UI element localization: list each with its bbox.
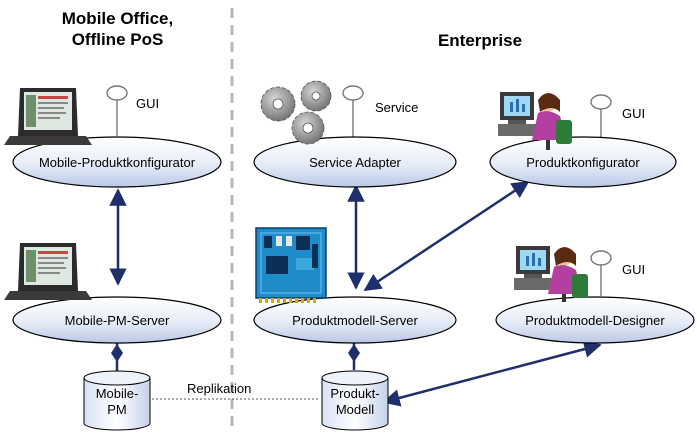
diamond-produkt-modell [348,344,360,362]
node-produktmodell-designer-shape [495,296,695,344]
db-mobile-pm-shape [83,370,151,431]
zone-title-enterprise: Enterprise [437,31,523,50]
db-mobile-pm-line1: Mobile- [95,386,139,401]
db-mobile-pm: Mobile- PM [84,386,150,418]
zone-title-mobile-line1: Mobile Office, [61,9,174,28]
node-service-adapter-shape [253,136,457,188]
db-produkt-modell: Produkt- Modell [322,386,388,418]
diamond-mobile-pm [111,344,123,362]
node-produktkonfigurator-shape [489,136,677,188]
interface-gui-label: GUI [622,262,646,277]
db-produkt-modell-line2: Modell [335,402,375,417]
node-service-adapter: Service Adapter [309,155,401,170]
node-produktmodell-designer: Produktmodell-Designer [525,313,665,328]
laptop-icon [4,88,92,145]
db-produkt-modell-line1: Produkt- [330,386,380,401]
interface-service-label: Service [375,100,419,115]
gears-icon [260,80,332,145]
node-produktmodell-server: Produktmodell-Server [292,313,418,328]
interface-gui-label: GUI [622,106,646,121]
edge-replikation-label: Replikation [187,381,252,396]
node-mobile-pm-server-shape [12,296,222,344]
interface-gui-label: GUI [136,96,160,111]
user-workstation-icon [514,246,588,302]
edge-designer-to-produkt-modell [382,340,602,407]
connectors [109,180,602,407]
db-produkt-modell-shape [321,370,389,431]
node-produktmodell-server-shape [253,296,457,344]
node-produktkonfigurator: Produktkonfigurator [526,155,640,170]
node-mobile-konfigurator-shape [12,136,222,188]
user-workstation-icon [498,92,572,150]
node-mobile-konfigurator: Mobile-Produktkonfigurator [38,155,196,170]
zone-title-mobile-line2: Offline PoS [71,30,164,49]
edge-konfigurator-to-pm-server [363,180,530,292]
interface-lollipops [106,85,612,296]
node-ellipses [12,136,695,344]
db-links [111,343,360,372]
laptop-icon [4,243,92,300]
node-mobile-pm-server: Mobile-PM-Server [64,313,170,328]
db-mobile-pm-line2: PM [107,402,127,417]
server-board-icon [255,227,327,303]
zone-title-mobile: Mobile Office, Offline PoS [30,8,205,50]
